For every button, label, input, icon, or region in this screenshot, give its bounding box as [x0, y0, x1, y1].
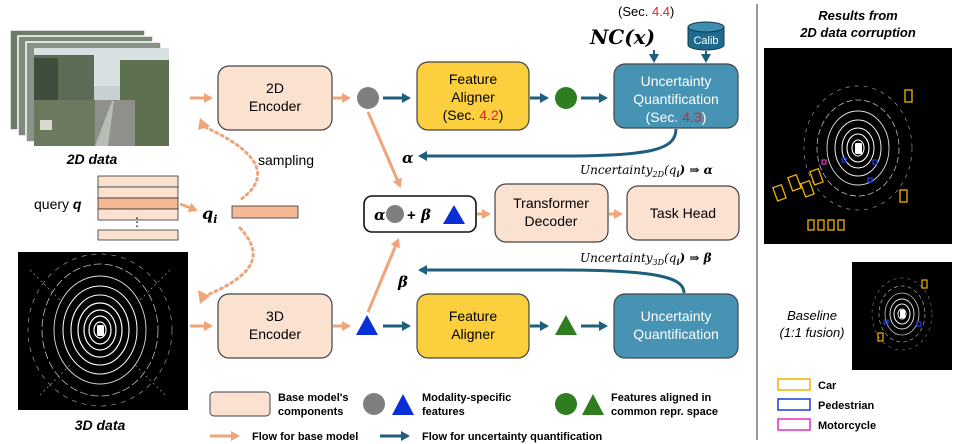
sampling-arrowhead-bottom: [198, 290, 210, 304]
baseline-title-line1: Baseline: [787, 308, 837, 323]
query-dots: ⋮: [131, 215, 143, 229]
baseline-bev-image: [852, 262, 952, 370]
arrow-3d-feature-to-fusion: [366, 238, 400, 313]
svg-text:Aligner: Aligner: [451, 89, 495, 105]
svg-text:Encoder: Encoder: [249, 326, 301, 342]
uncertainty-3d-equation: Uncertainty3D(qi) ⇒ β: [580, 251, 712, 267]
results-title-line1: Results from: [818, 8, 898, 23]
class-legend-pedestrian: Pedestrian: [777, 398, 875, 412]
alpha-arrow-label: α: [402, 149, 414, 167]
legend-base-components: Base model's components: [209, 391, 348, 418]
class-legend-car: Car: [777, 378, 837, 392]
legend-modality-features: Modality-specific features: [363, 392, 511, 418]
svg-text:Uncertainty: Uncertainty: [641, 308, 712, 324]
arrow-2d-feature-to-fusion: [366, 111, 402, 188]
svg-text:Modality-specific: Modality-specific: [422, 392, 511, 404]
svg-text:Motorcycle: Motorcycle: [818, 420, 876, 432]
results-title-line2: 2D data corruption: [799, 25, 916, 40]
svg-text:Calib: Calib: [693, 35, 718, 47]
data-2d-label: 2D data: [66, 151, 118, 167]
svg-text:Aligner: Aligner: [451, 326, 495, 342]
svg-text:Task Head: Task Head: [650, 205, 716, 221]
results-bev-image: [764, 48, 952, 244]
feature-aligner-bottom-box: Feature Aligner: [416, 293, 530, 359]
task-head-box: Task Head: [626, 185, 740, 241]
uq-top-box: Uncertainty Quantification (Sec. 4.3): [613, 63, 739, 129]
encoder-2d-box: 2D Encoder: [217, 65, 333, 131]
sampling-arrowhead-top: [198, 118, 210, 130]
beta-arrow-label: β: [397, 273, 408, 291]
svg-text:2D: 2D: [266, 80, 284, 96]
legend-flow-uq-label: Flow for uncertainty quantification: [422, 431, 603, 443]
alpha-feedback-arrow: [418, 128, 678, 161]
fusion-box: α + β: [363, 195, 477, 233]
class-legend-motorcycle: Motorcycle: [777, 418, 876, 432]
svg-text:β: β: [420, 206, 431, 224]
svg-text:components: components: [278, 406, 343, 418]
svg-text:common repr. space: common repr. space: [611, 406, 718, 418]
street-photo: [34, 48, 169, 146]
svg-text:3D: 3D: [266, 308, 284, 324]
qi-token: [231, 205, 299, 219]
svg-text:(Sec. 4.2): (Sec. 4.2): [443, 107, 504, 123]
sampling-curve-bottom: [203, 226, 255, 298]
svg-text:Car: Car: [818, 380, 837, 392]
svg-text:+: +: [407, 207, 416, 224]
image-2d-stack: [9, 29, 169, 146]
baseline-title-line2: (1:1 fusion): [779, 325, 844, 340]
feature-3d-blue-triangle: [356, 315, 378, 335]
calib-database-icon: Calib: [687, 21, 725, 51]
nc-function-label: NC(x): [589, 25, 655, 49]
svg-text:Base model's: Base model's: [278, 392, 348, 404]
nc-section-ref: (Sec. 4.4): [618, 4, 674, 19]
query-arrow: [179, 202, 198, 213]
svg-text:features: features: [422, 406, 465, 418]
feature-aligner-top-box: Feature Aligner (Sec. 4.2): [416, 61, 530, 131]
query-label: query q: [34, 196, 82, 212]
legend-aligned-features: Features aligned in common repr. space: [555, 392, 718, 418]
feature-3d-green-triangle: [555, 315, 577, 335]
svg-text:Encoder: Encoder: [249, 98, 301, 114]
beta-feedback-arrow: [418, 265, 686, 294]
uq-bottom-box: Uncertainty Quantification: [613, 293, 739, 359]
svg-text:Uncertainty: Uncertainty: [641, 73, 712, 89]
svg-text:(Sec. 4.3): (Sec. 4.3): [646, 109, 707, 125]
uncertainty-2d-equation: Uncertainty2D(qi) ⇒ α: [580, 163, 713, 179]
svg-text:Feature: Feature: [449, 71, 497, 87]
svg-text:Decoder: Decoder: [525, 213, 578, 229]
sampling-label: sampling: [258, 152, 314, 168]
fusion-blue-triangle: [443, 205, 465, 224]
svg-text:Pedestrian: Pedestrian: [818, 400, 875, 412]
query-stack: [97, 175, 179, 241]
svg-text:Feature: Feature: [449, 308, 497, 324]
feature-2d-gray-circle: [357, 87, 379, 109]
svg-text:Quantification: Quantification: [633, 91, 719, 107]
svg-text:Features aligned in: Features aligned in: [611, 392, 712, 404]
encoder-3d-box: 3D Encoder: [217, 293, 333, 359]
legend-flow-base-label: Flow for base model: [252, 431, 358, 443]
qi-label: qi: [202, 204, 217, 226]
lidar-3d-image: [18, 252, 188, 410]
svg-text:Transformer: Transformer: [513, 195, 589, 211]
data-3d-label: 3D data: [75, 417, 126, 433]
transformer-decoder-box: Transformer Decoder: [494, 183, 609, 243]
sampling-curve-top: [203, 125, 260, 202]
svg-text:α: α: [374, 206, 386, 224]
svg-text:Quantification: Quantification: [633, 326, 719, 342]
fusion-gray-circle: [386, 205, 404, 223]
feature-2d-green-circle: [555, 87, 577, 109]
